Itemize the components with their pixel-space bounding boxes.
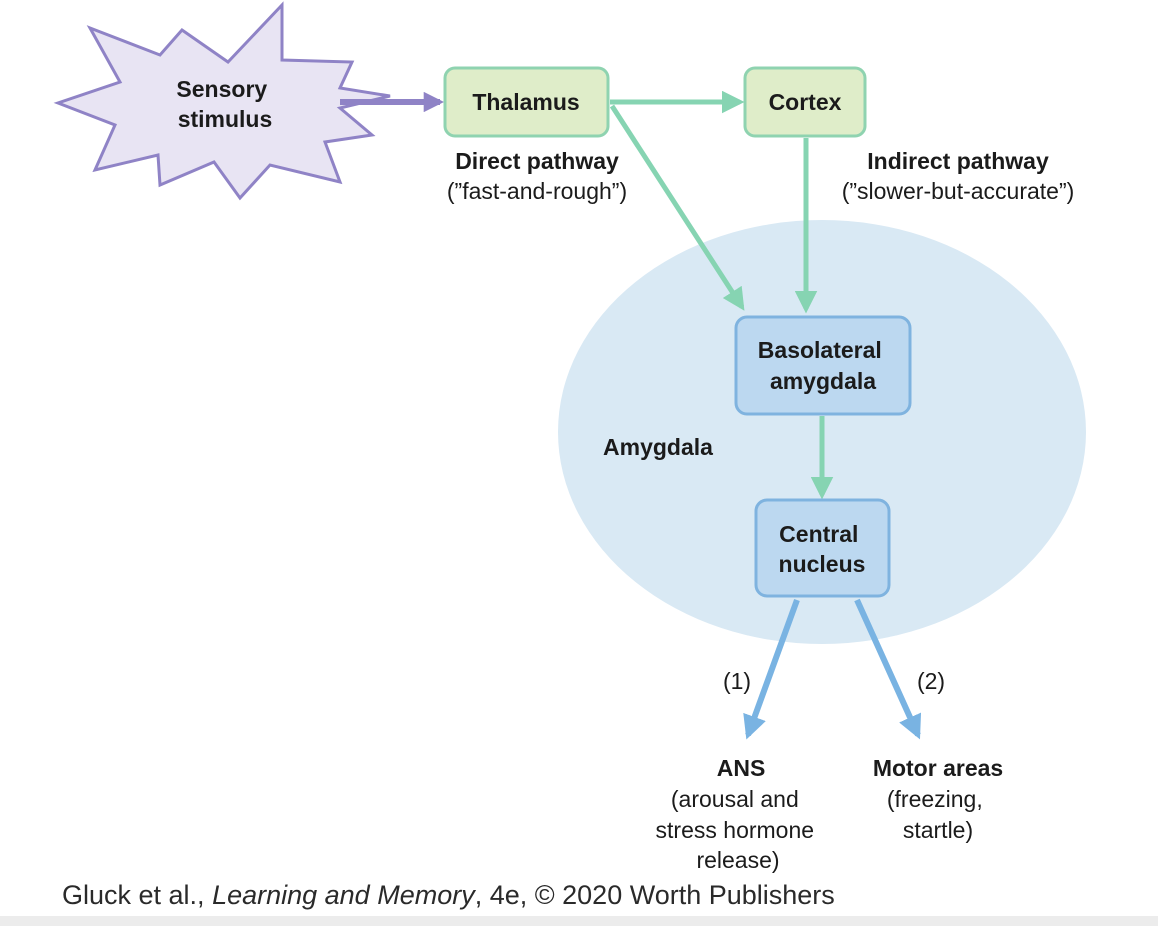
credit-edition-publisher: , 4e, © 2020 Worth Publishers: [474, 880, 835, 910]
thalamus-box: [443, 66, 610, 138]
thalamus-label: Thalamus: [472, 89, 579, 115]
motor-areas-label: Motor areas: [873, 755, 1003, 781]
ans-output-arrow: [743, 598, 800, 740]
motor-areas-detail: (freezing, startle): [887, 786, 989, 843]
ans-detail: (arousal and stress hormone release): [656, 786, 821, 873]
direct-pathway-note: (”fast-and-rough”): [447, 178, 627, 204]
indirect-pathway-label: Indirect pathway: [867, 148, 1049, 174]
basolateral-amygdala-box: [734, 315, 912, 416]
bottom-bar: [0, 916, 1158, 926]
direct-pathway-label: Direct pathway: [455, 148, 619, 174]
indirect-pathway-note: (”slower-but-accurate”): [842, 178, 1075, 204]
amygdala-label: Amygdala: [603, 434, 713, 460]
credit-authors: Gluck et al.,: [62, 880, 213, 910]
credit-book-title: Learning and Memory: [212, 880, 475, 910]
output-number-2: (2): [917, 668, 945, 694]
sensory-stimulus-label: Sensory stimulus: [176, 76, 273, 132]
motor-output-arrow: [854, 598, 922, 740]
direct-pathway-arrow: [609, 104, 745, 311]
source-credit: Gluck et al., Learning and Memory, 4e, ©…: [62, 880, 835, 911]
sensory-stimulus-starburst: [53, 1, 391, 201]
ans-label: ANS: [717, 755, 766, 781]
output-number-1: (1): [723, 668, 751, 694]
central-nucleus-box: [754, 498, 891, 598]
cortex-label: Cortex: [769, 89, 842, 115]
central-nucleus-label: Central nucleus: [779, 521, 866, 577]
cortex-box: [743, 66, 867, 138]
basolateral-amygdala-label: Basolateral amygdala: [758, 337, 888, 394]
